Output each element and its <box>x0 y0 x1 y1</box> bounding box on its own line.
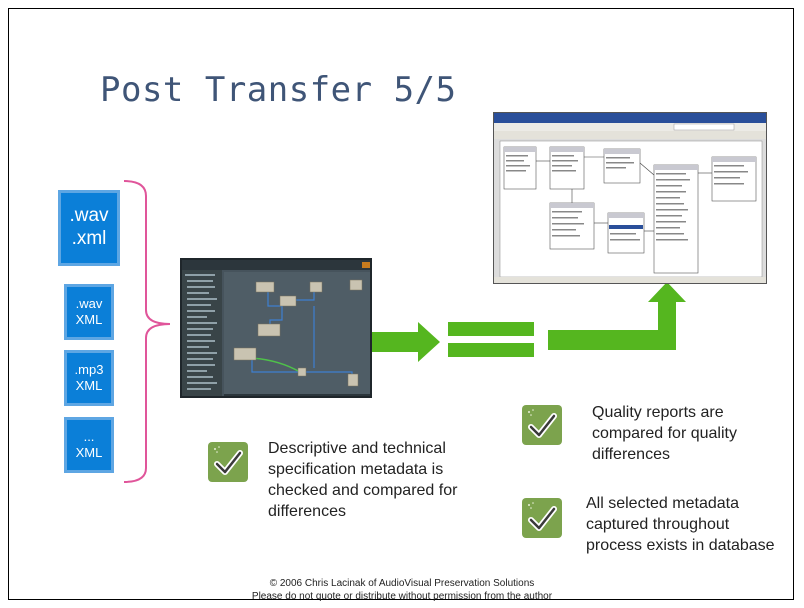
note-line: Quality reports are <box>592 404 724 421</box>
note-metadata-check: Descriptive and technical specification … <box>268 438 457 522</box>
note-database: All selected metadata captured throughou… <box>586 493 775 556</box>
arrow-right-1 <box>372 322 440 362</box>
note-line: specification metadata is <box>268 461 444 478</box>
checkmark-icon <box>214 446 243 475</box>
file-ext: .wav <box>69 205 109 227</box>
arrow-up-right <box>548 282 686 350</box>
checkmark-icon <box>528 409 557 438</box>
note-line: captured throughout <box>586 516 730 533</box>
file-ext: ... <box>83 429 95 445</box>
database-screenshot <box>493 112 767 284</box>
bracket-shape <box>123 180 171 483</box>
file-ext: XML <box>75 445 103 460</box>
file-box-wav-xml: .wav .xml <box>58 190 120 266</box>
equals-bar-top <box>448 322 534 336</box>
check-badge-quality <box>522 405 562 445</box>
copyright-footer: © 2006 Chris Lacinak of AudioVisual Pres… <box>0 577 804 603</box>
note-quality-reports: Quality reports are compared for quality… <box>592 402 737 465</box>
check-badge-metadata <box>208 442 248 482</box>
equals-bar-bottom <box>448 343 534 357</box>
file-ext: XML <box>75 312 103 327</box>
file-ext: .xml <box>71 228 107 249</box>
file-ext: .mp3 <box>74 362 104 378</box>
file-box-mp3-xml: .mp3 XML <box>64 350 114 406</box>
workflow-app-screenshot <box>180 258 372 398</box>
file-box-other-xml: ... XML <box>64 417 114 473</box>
note-line: process exists in database <box>586 537 775 554</box>
note-line: compared for quality <box>592 425 737 442</box>
database-thumbnail <box>494 113 766 283</box>
checkmark-icon <box>528 502 557 531</box>
footer-line: © 2006 Chris Lacinak of AudioVisual Pres… <box>269 578 535 589</box>
note-line: checked and compared for <box>268 482 458 499</box>
note-line: differences <box>592 446 670 463</box>
note-line: differences <box>268 503 346 520</box>
file-ext: .wav <box>75 296 103 312</box>
file-ext: XML <box>75 378 103 393</box>
workflow-app-thumbnail <box>182 260 370 396</box>
file-box-wav-xml-2: .wav XML <box>64 284 114 340</box>
slide-title: Post Transfer 5/5 <box>100 70 457 110</box>
footer-line: Please do not quote or distribute withou… <box>251 591 553 602</box>
check-badge-database <box>522 498 562 538</box>
note-line: All selected metadata <box>586 495 739 512</box>
note-line: Descriptive and technical <box>268 440 446 457</box>
